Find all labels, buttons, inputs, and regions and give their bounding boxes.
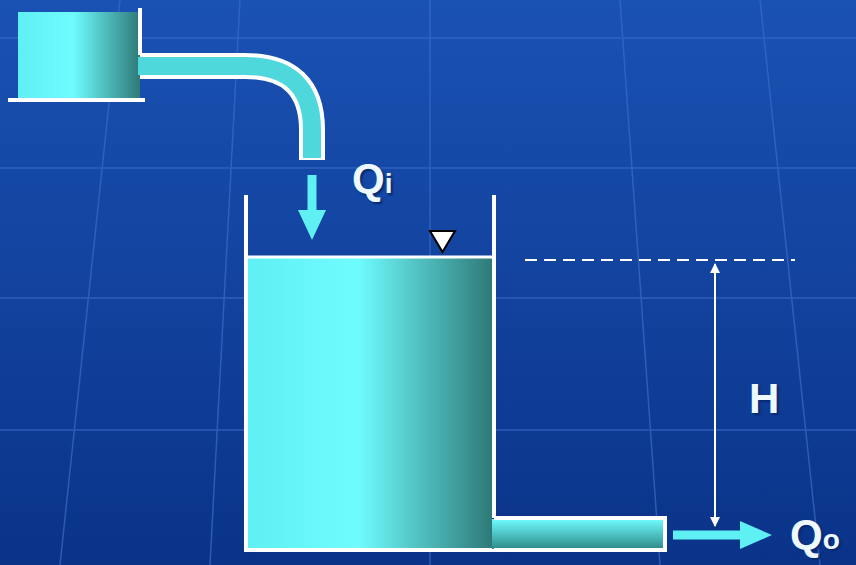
flow-label: Qo — [790, 514, 840, 556]
flow-label: Qi — [352, 158, 392, 200]
inflow-arrowhead — [298, 210, 326, 240]
supply-pipe — [138, 66, 312, 158]
inflow-arrow — [308, 175, 317, 212]
dimension-label: H — [749, 378, 779, 420]
water-level-symbol — [430, 231, 455, 252]
outlet-pipe — [492, 519, 664, 549]
reservoir-walls — [8, 8, 145, 100]
upper-reservoir — [18, 12, 140, 98]
outflow-arrowhead — [740, 521, 772, 549]
head-dimension — [714, 264, 716, 526]
tank-water — [248, 257, 492, 549]
outlet-pipe-outline — [494, 518, 665, 550]
tank-walls — [246, 195, 494, 550]
water-surface — [248, 256, 492, 259]
outflow-arrow — [673, 531, 742, 540]
level-dashed-line — [525, 259, 795, 261]
